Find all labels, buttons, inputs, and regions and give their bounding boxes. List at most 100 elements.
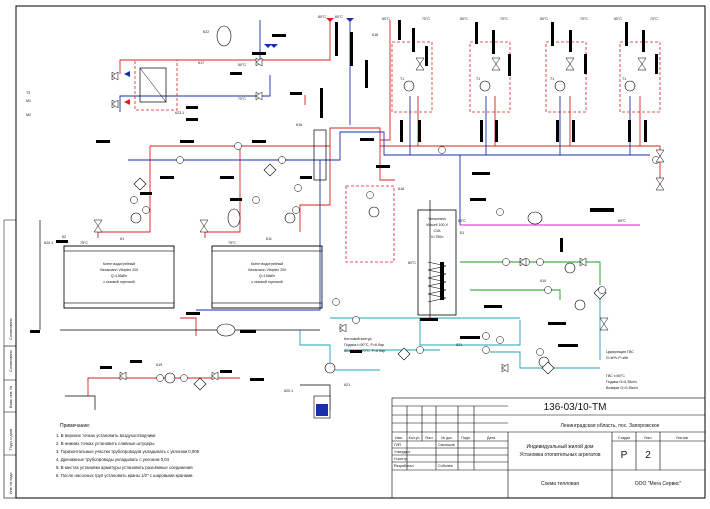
supply-pipes: [87, 20, 661, 396]
temp-label-3: 50°C: [382, 17, 390, 21]
object-sub: Установка отопительных агрегатов: [519, 452, 600, 458]
boiler-loop-label: Котловой контур: [344, 337, 372, 341]
tag-n6c: Т1: [550, 77, 554, 81]
pump-circuit-1: [403, 80, 415, 92]
side-stamp: [3, 345, 17, 499]
sig-role-3: Разработал: [394, 464, 414, 468]
tag-k16: К16: [296, 123, 302, 127]
tag-k20-1b: К20.1: [284, 389, 293, 393]
temp-label-2: 60°C: [335, 15, 343, 19]
boiler-2-label: Котел водогрейный: [251, 262, 283, 266]
header-date: Дата: [487, 436, 495, 440]
temp-label-10: 70°C: [650, 17, 658, 21]
side-label-replace: Взам. инв. №: [9, 386, 13, 408]
stage-value: Р: [621, 450, 628, 461]
boiler-loop-supply: Подача t=90°С, Р=6 бар: [344, 343, 384, 347]
dhw-circ-flow: G=м³/ч Р=кВт: [606, 356, 629, 360]
tank-model: Vitocell 100-V: [426, 223, 449, 227]
temp-label-17: 60°C: [408, 261, 416, 265]
header-count: Кол.уч: [409, 436, 420, 440]
dhw-return: Возврат G=0,35кг/ч: [606, 386, 638, 390]
sig-role-2: Н.контр.: [394, 457, 408, 461]
boiler-2: Котел водогрейный Viessmann Vitoplex 200…: [211, 245, 323, 309]
tank-volume: V=750л: [431, 235, 444, 239]
expansion-tanks: [216, 25, 543, 419]
tag-n6: Т1: [400, 77, 404, 81]
tag-k1: К1: [120, 237, 124, 241]
header-sign: Подп.: [461, 436, 471, 440]
pump-dhw-2: [574, 299, 586, 311]
group-exchanger: [134, 59, 178, 111]
tag-k11: К11: [266, 237, 272, 241]
boiler-1-label: Котел водогрейный: [103, 262, 135, 266]
tag-k17: К17: [198, 61, 204, 65]
storage-tank: Viessmann Vitocell 100-V CVA V=750л: [417, 209, 457, 316]
boiler-loop-return: Возврат t=70°С, Р=6 бар: [344, 349, 385, 353]
sheet-value: 2: [645, 450, 651, 461]
tag-k23-1: К23.1: [175, 111, 184, 115]
boiler-1: Котел водогрейный Viessmann Vitoplex 200…: [63, 245, 175, 309]
temp-label-14: 75°C: [228, 241, 236, 245]
circulation-pipes: [460, 261, 601, 300]
tag-k19: К19: [156, 363, 162, 367]
tag-k18: К18: [372, 33, 378, 37]
boiler-1-power: Q=150кВт: [111, 274, 128, 278]
drawing-frame: [15, 5, 706, 499]
tank-label: Viessmann: [428, 217, 446, 221]
tag-n6d: Т1: [622, 77, 626, 81]
tag-m1: Б1: [460, 231, 464, 235]
sig-role-0: ГИП: [394, 443, 402, 447]
sig-name-3: Соболев: [438, 464, 453, 468]
note-5: 5. В местах установки арматуры установит…: [56, 465, 193, 470]
pumps: [130, 80, 636, 384]
boiler-1-model: Viessmann Vitoplex 200: [100, 268, 138, 272]
temp-label-4: 70°C: [422, 17, 430, 21]
temp-label-15: 60°C: [458, 219, 466, 223]
tag-t1: Т3: [26, 91, 30, 95]
tag-k22: К22: [203, 30, 209, 34]
temp-label-6: 70°C: [500, 17, 508, 21]
heat-exchanger: [139, 67, 167, 103]
group-tank-charge: [345, 185, 395, 263]
side-label-sign: Подп. и дата: [9, 429, 13, 450]
note-2: 2. В нижних точках установить сливные шт…: [56, 441, 154, 446]
drawing-location: Ленинградская область, пос. Запорожское: [561, 423, 660, 429]
temperature-labels: 80°C 60°C 50°C 70°C 50°C 70°C 50°C 70°C …: [80, 15, 658, 265]
hydraulic-separator: [313, 129, 327, 181]
pump-circuit-2: [479, 80, 491, 92]
pump-groups: [134, 41, 661, 263]
header-sheets: Листов: [676, 436, 688, 440]
sig-name-0: Смольков: [438, 443, 455, 447]
sheet-title: Схема тепловая: [541, 481, 579, 487]
temp-label-16: 60°C: [618, 219, 626, 223]
header-list: Лист: [425, 436, 433, 440]
header-stage: Стадия: [618, 436, 630, 440]
return-pipes: [119, 20, 650, 311]
temp-label-8: 70°C: [580, 17, 588, 21]
header-sheet: Лист: [644, 436, 652, 440]
valves: [93, 57, 665, 381]
boiler-1-burner: с газовой горелкой: [103, 280, 134, 284]
inlet-markers: [124, 18, 354, 105]
dhw-label: ГВС t=60°С: [606, 374, 625, 378]
temp-label-9: 50°C: [614, 17, 622, 21]
note-3: 3. Горизонтальные участки трубопроводов …: [56, 449, 200, 454]
title-block: [391, 397, 706, 499]
pump-boiler-2: [284, 212, 296, 224]
side-label-agreed: Согласовано: [9, 350, 13, 372]
pump-circuit-3: [554, 80, 566, 92]
pump-dhw-circ: [564, 262, 576, 274]
tag-t2: М1: [26, 99, 31, 103]
temp-label-11: 50°C: [238, 63, 246, 67]
header-doc: № док.: [441, 436, 453, 440]
note-1: 1. В верхних точках установить воздухоот…: [56, 433, 156, 438]
tag-bars: [30, 20, 658, 381]
object-name: Индивидуальный жилой дом: [527, 443, 594, 450]
tag-n6b: Т1: [476, 77, 480, 81]
temp-label-7: 50°C: [540, 17, 548, 21]
pump-boiler-1: [130, 212, 142, 224]
drawing-code: 136-03/10-TM: [544, 402, 607, 413]
gauges: [130, 142, 660, 382]
